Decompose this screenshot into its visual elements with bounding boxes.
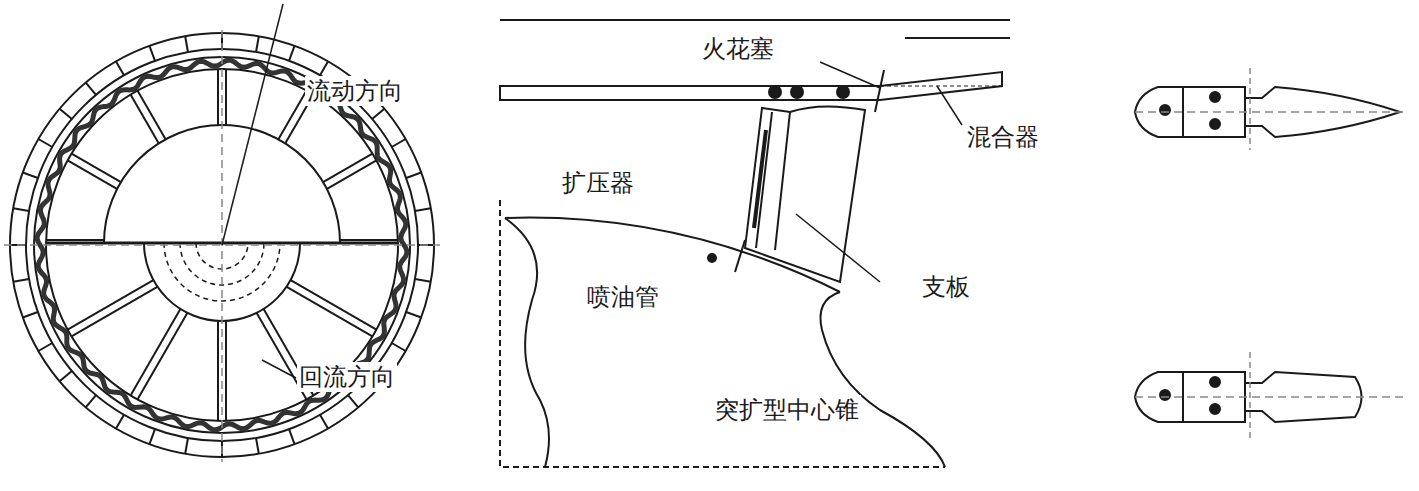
- tick-mark: [185, 36, 188, 52]
- tick-mark: [23, 312, 38, 317]
- tick-mark: [406, 312, 421, 317]
- part-label: 混合器: [965, 122, 1041, 152]
- tick-mark: [149, 429, 154, 444]
- tick-mark: [392, 343, 406, 351]
- spoke: [277, 91, 307, 143]
- spoke: [217, 321, 219, 421]
- spoke: [72, 286, 159, 336]
- section-view: [500, 20, 1010, 467]
- tick-mark: [320, 61, 328, 75]
- part-label: 扩压器: [560, 168, 636, 198]
- tick-mark: [86, 395, 96, 407]
- tick-mark: [13, 279, 29, 282]
- tick-mark: [86, 83, 96, 95]
- spoke: [217, 69, 219, 129]
- spoke: [324, 160, 376, 190]
- spoke: [286, 286, 373, 336]
- tick-mark: [60, 109, 72, 119]
- tick-mark: [60, 371, 72, 381]
- tick-mark: [38, 343, 52, 351]
- part-label: 回流方向: [297, 362, 397, 392]
- part-label: 突扩型中心锥: [713, 395, 861, 425]
- spoke: [225, 321, 227, 421]
- strut-sections: [1135, 68, 1405, 440]
- spoke: [320, 154, 372, 184]
- tick-mark: [415, 279, 431, 282]
- part-label: 火花塞: [700, 34, 776, 64]
- tick-mark: [116, 415, 124, 429]
- tick-mark: [289, 46, 294, 61]
- spoke: [225, 69, 227, 129]
- tick-mark: [415, 208, 431, 211]
- tick-mark: [406, 172, 421, 177]
- part-label: 支板: [920, 272, 972, 302]
- tick-mark: [372, 109, 384, 119]
- part-label: 喷油管: [585, 282, 661, 312]
- spoke: [131, 309, 181, 396]
- tick-mark: [256, 36, 259, 52]
- spoke: [72, 154, 124, 184]
- tick-mark: [23, 172, 38, 177]
- tick-mark: [38, 139, 52, 147]
- tick-mark: [149, 46, 154, 61]
- tick-mark: [392, 139, 406, 147]
- part-label: 流动方向: [305, 76, 405, 106]
- tick-mark: [116, 61, 124, 75]
- spoke: [68, 160, 120, 190]
- front-view: [4, 4, 440, 462]
- spoke: [290, 280, 377, 330]
- tick-mark: [348, 395, 358, 407]
- tick-mark: [256, 438, 259, 454]
- tick-mark: [185, 438, 188, 454]
- spoke: [137, 313, 187, 400]
- tick-mark: [13, 208, 29, 211]
- spoke: [68, 280, 155, 330]
- spoke: [137, 91, 167, 143]
- tick-mark: [289, 429, 294, 444]
- spoke: [131, 95, 161, 147]
- tick-mark: [320, 415, 328, 429]
